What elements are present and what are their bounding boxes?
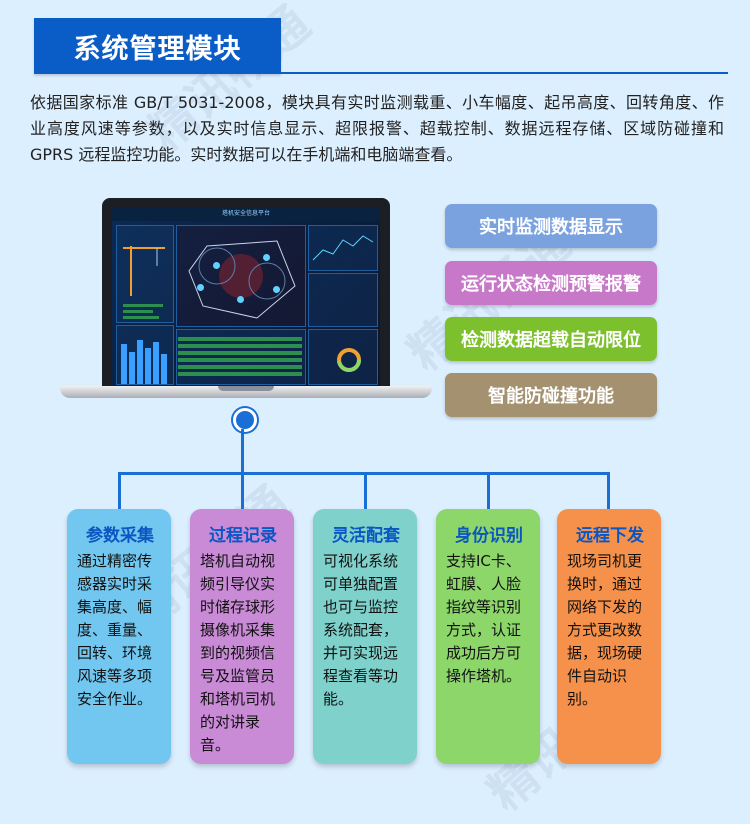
feature-realtime-display: 实时监测数据显示: [445, 204, 657, 248]
connector-line: [607, 472, 610, 510]
laptop-lid: 塔机安全信息平台: [102, 198, 390, 388]
card-flexible-config: 灵活配套 可视化系统可单独配置也可与监控系统配套，并可实现远程查看等功能。: [313, 509, 417, 764]
sensor-chart-panel: [308, 225, 378, 271]
site-map: [188, 240, 296, 319]
table-row: [178, 351, 302, 355]
page-title: 系统管理模块: [34, 18, 281, 74]
card-body: 通过精密传感器实时采集高度、幅度、重量、回转、环境风速等多项安全作业。: [77, 552, 153, 708]
module-description: 依据国家标准 GB/T 5031-2008，模块具有实时监测载重、小车幅度、起吊…: [30, 93, 724, 164]
dashboard-screen: 塔机安全信息平台: [112, 207, 380, 388]
chart-bar: [129, 352, 135, 384]
laptop-illustration: 塔机安全信息平台: [60, 198, 432, 406]
crane-marker: [263, 254, 270, 261]
table-row: [178, 344, 302, 348]
card-process-record: 过程记录 塔机自动视频引导仪实时储存球形摄像机采集到的视频信号及监管员和塔机司机…: [190, 509, 294, 764]
chart-bar: [153, 342, 159, 384]
donut-gauge: [337, 348, 361, 372]
connector-line: [487, 472, 490, 510]
title-underline: [281, 72, 728, 74]
feature-anti-collision: 智能防碰撞功能: [445, 373, 657, 417]
connector-line: [241, 472, 244, 510]
table-row: [178, 372, 302, 376]
feature-status-alarm: 运行状态检测预警报警: [445, 261, 657, 305]
card-title: 灵活配套: [332, 526, 400, 546]
crane-marker: [197, 284, 204, 291]
crane-marker: [237, 296, 244, 303]
table-row: [178, 365, 302, 369]
chart-bar: [161, 354, 167, 384]
crane-status-panel: [116, 225, 174, 323]
site-map-panel: [176, 225, 306, 327]
alarm-panel: [308, 273, 378, 327]
connector-line: [118, 472, 121, 510]
card-title: 身份识别: [455, 526, 523, 546]
connector-line: [241, 429, 244, 474]
crane-icon: [123, 246, 165, 319]
feature-overload-limit: 检测数据超载自动限位: [445, 317, 657, 361]
card-body: 可视化系统可单独配置也可与监控系统配套，并可实现远程查看等功能。: [323, 552, 399, 708]
laptop-notch: [218, 386, 274, 391]
chart-bar: [137, 340, 143, 384]
dashboard-title: 塔机安全信息平台: [112, 207, 380, 221]
card-body: 塔机自动视频引导仪实时储存球形摄像机采集到的视频信号及监管员和塔机司机的对讲录音…: [200, 552, 276, 754]
connector-hub: [233, 408, 257, 432]
crane-marker: [213, 262, 220, 269]
table-row: [178, 358, 302, 362]
laptop-base: [60, 386, 432, 398]
gauge-panel: [308, 329, 378, 385]
line-chart: [312, 235, 374, 261]
card-body: 支持IC卡、虹膜、人脸指纹等识别方式，认证成功后方可操作塔机。: [446, 552, 522, 685]
connector-line: [364, 472, 367, 510]
card-body: 现场司机更换时，通过网络下发的方式更改数据，现场硬件自动识别。: [567, 552, 643, 708]
card-identity-recognition: 身份识别 支持IC卡、虹膜、人脸指纹等识别方式，认证成功后方可操作塔机。: [436, 509, 540, 764]
card-title: 过程记录: [209, 526, 277, 546]
card-title: 远程下发: [576, 526, 644, 546]
chart-bar: [121, 344, 127, 384]
crane-marker: [273, 286, 280, 293]
card-title: 参数采集: [86, 526, 154, 546]
card-remote-dispatch: 远程下发 现场司机更换时，通过网络下发的方式更改数据，现场硬件自动识别。: [557, 509, 661, 764]
table-row: [178, 337, 302, 341]
chart-bar: [145, 348, 151, 384]
card-parameter-collection: 参数采集 通过精密传感器实时采集高度、幅度、重量、回转、环境风速等多项安全作业。: [67, 509, 171, 764]
bar-chart-panel: [116, 325, 174, 385]
